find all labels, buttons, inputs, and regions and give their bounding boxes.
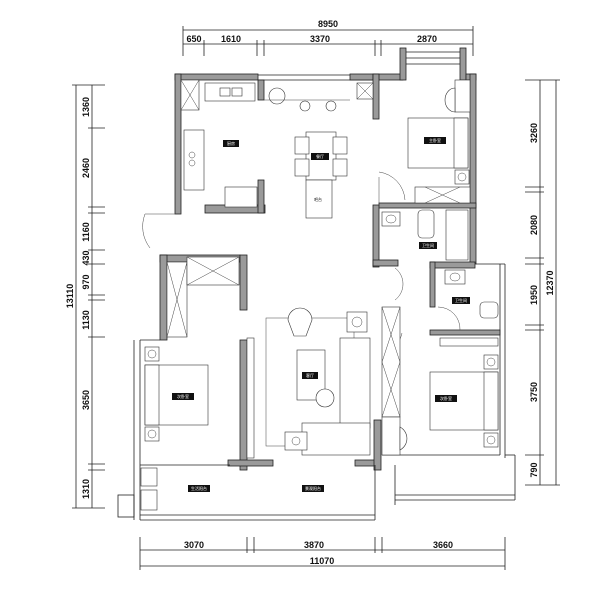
dim-top-2: 1610 xyxy=(221,34,241,44)
dim-top-total: 8950 xyxy=(318,19,338,29)
dim-top-3: 3370 xyxy=(310,34,330,44)
bottom-dimension-lines: 3070 3870 3660 11070 xyxy=(139,537,506,570)
dim-left-total: 13110 xyxy=(65,284,75,309)
left-dimension-lines: 13110 1360 2460 1160 430 970 1130 3650 1… xyxy=(65,84,105,509)
dim-bottom-1: 3070 xyxy=(184,540,204,550)
dim-left-2: 2460 xyxy=(81,158,91,178)
dim-left-8: 1310 xyxy=(81,479,91,499)
dim-right-2: 2080 xyxy=(529,215,539,235)
dim-right-4: 3750 xyxy=(529,382,539,402)
top-dimension-lines: 8950 650 1610 3370 2870 xyxy=(182,19,474,56)
dim-bottom-2: 3870 xyxy=(304,540,324,550)
dim-top-1: 650 xyxy=(186,34,201,44)
room-label-bathroom-2: 卫生间 xyxy=(455,297,467,303)
dim-left-6: 1130 xyxy=(81,310,91,330)
room-label-kitchen: 厨房 xyxy=(227,140,235,146)
room-label-view-balcony: 景观阳台 xyxy=(305,485,321,491)
dim-right-3: 1950 xyxy=(529,285,539,305)
room-label-bar: 吧台 xyxy=(314,196,322,202)
dim-top-4: 2870 xyxy=(417,34,437,44)
dim-left-5: 970 xyxy=(81,274,91,289)
right-dimension-lines: 12370 3260 2080 1950 3750 790 xyxy=(525,79,560,486)
dim-right-total: 12370 xyxy=(545,270,555,295)
room-label-utility-balcony: 生活阳台 xyxy=(191,485,207,491)
room-label-living: 客厅 xyxy=(306,372,314,378)
room-label-dining: 餐厅 xyxy=(316,153,324,159)
room-label-master-bedroom: 主卧室 xyxy=(429,137,441,143)
dim-left-4: 430 xyxy=(81,250,91,265)
furniture xyxy=(140,79,499,511)
dim-right-1: 3260 xyxy=(529,123,539,143)
dim-bottom-3: 3660 xyxy=(433,540,453,550)
room-labels: 厨房 餐厅 吧台 主卧室 卫生间 卫生间 次卧室 客厅 次卧室 生活阳台 景观阳… xyxy=(172,137,470,492)
dim-bottom-total: 11070 xyxy=(310,556,335,566)
dim-left-7: 3650 xyxy=(81,390,91,410)
walls xyxy=(117,47,516,521)
dim-right-5: 790 xyxy=(529,462,539,477)
room-label-bathroom-1: 卫生间 xyxy=(422,242,434,248)
dim-left-1: 1360 xyxy=(81,97,91,117)
room-label-bedroom-right: 次卧室 xyxy=(440,395,452,401)
dim-left-3: 1160 xyxy=(81,222,91,242)
room-label-bedroom-left: 次卧室 xyxy=(177,393,189,399)
